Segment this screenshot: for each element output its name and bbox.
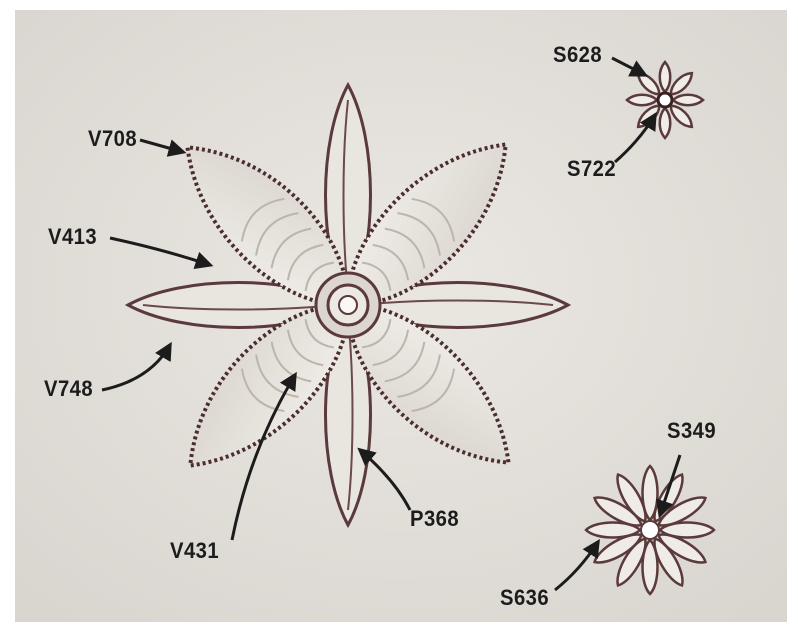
label-p368: P368 bbox=[410, 508, 459, 530]
main-flower bbox=[128, 85, 568, 525]
small-flower-top bbox=[627, 62, 703, 138]
label-v431: V431 bbox=[170, 540, 219, 562]
label-v748: V748 bbox=[44, 378, 93, 400]
label-v708: V708 bbox=[88, 128, 137, 150]
label-v413: V413 bbox=[48, 226, 97, 248]
flower-center bbox=[316, 273, 380, 337]
label-s349: S349 bbox=[667, 420, 716, 442]
label-s628: S628 bbox=[553, 44, 602, 66]
label-s722: S722 bbox=[567, 158, 616, 180]
label-s636: S636 bbox=[500, 587, 549, 609]
